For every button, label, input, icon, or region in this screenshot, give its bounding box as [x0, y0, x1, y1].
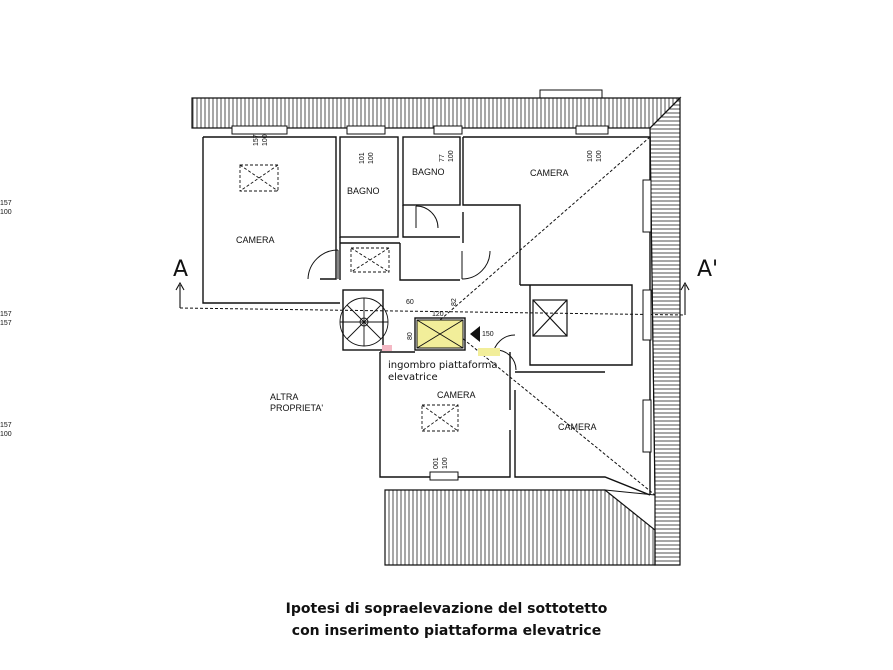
dim-part: 100 [448, 150, 455, 162]
room-camera-ne: CAMERA [530, 168, 569, 178]
skylights [239, 164, 459, 432]
doors [307, 205, 517, 371]
spiral-stair [339, 297, 389, 347]
roof-hatching [191, 89, 682, 566]
platform-note-line1: ingombro piattaforma [388, 360, 498, 371]
section-arrows [175, 281, 690, 315]
dim-part: 157 [0, 422, 12, 429]
dim-120: 120 [432, 311, 444, 318]
dim-part: 100 [442, 457, 449, 469]
room-camera-nw: CAMERA [236, 235, 275, 245]
room-camera-se: CAMERA [558, 422, 597, 432]
room-bagno-1: BAGNO [347, 186, 380, 196]
dim-part: 101 [359, 152, 366, 164]
dim-80: 80 [407, 332, 414, 340]
caption-line-2: con inserimento piattaforma elevatrice [291, 623, 602, 639]
dim-part: 100 [0, 431, 12, 438]
top-windows [231, 125, 609, 135]
dim-part: 100 [262, 134, 269, 146]
platform-note-line2: elevatrice [388, 372, 438, 383]
east-windows [642, 179, 652, 453]
room-camera-s: CAMERA [437, 390, 476, 400]
section-mark-left: A [173, 257, 188, 282]
lift-platform [382, 319, 500, 356]
figure-caption: Ipotesi di sopraelevazione del sottotett… [0, 598, 893, 642]
dim-part: 100 [368, 152, 375, 164]
dim-82: 82 [451, 298, 458, 306]
dim-part: 100 [596, 150, 603, 162]
ridge-lines [179, 136, 686, 496]
altra-proprieta-line2: PROPRIETA' [270, 403, 323, 413]
dim-part: 157 [0, 200, 12, 207]
dim-60: 60 [406, 299, 414, 306]
dim-part: 157 [0, 311, 12, 318]
dim-part: 157 [0, 320, 12, 327]
walls [202, 136, 651, 496]
dim-part: 100 [587, 150, 594, 162]
east-skylight [532, 299, 568, 337]
section-mark-right: A' [697, 257, 718, 282]
dim-part: 157 [253, 134, 260, 146]
dim-part: 100 [0, 209, 12, 216]
south-window [429, 471, 459, 481]
dim-part: 001 [433, 457, 440, 469]
dim-150: 150 [482, 331, 494, 338]
altra-proprieta-line1: ALTRA [270, 392, 298, 402]
caption-line-1: Ipotesi di sopraelevazione del sottotett… [285, 601, 608, 617]
dim-part: 77 [439, 154, 446, 162]
room-bagno-2: BAGNO [412, 167, 445, 177]
